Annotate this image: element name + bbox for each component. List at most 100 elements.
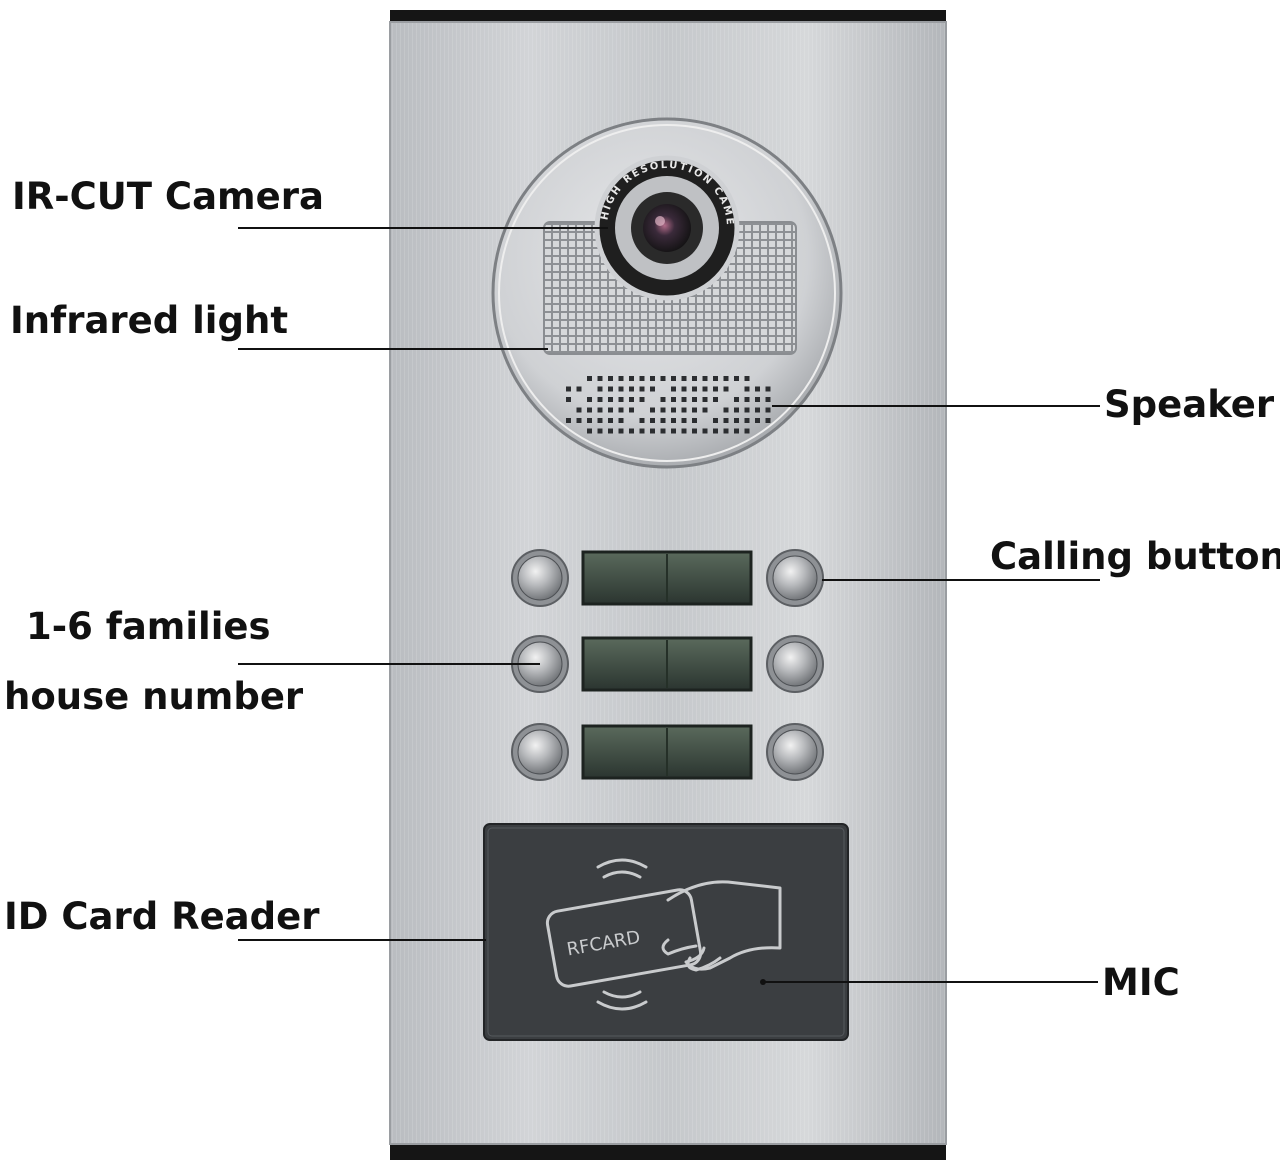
speaker-grille (566, 376, 771, 434)
speaker-hole (629, 428, 634, 434)
speaker-hole (765, 386, 771, 392)
speaker-hole (608, 386, 613, 392)
calling-button-block (511, 549, 824, 781)
speaker-hole (765, 418, 771, 423)
speaker-hole (660, 397, 666, 402)
speaker-hole (587, 397, 592, 402)
speaker-hole (713, 428, 718, 434)
speaker-hole (639, 428, 645, 434)
callout-mic: MIC (1102, 961, 1180, 1004)
speaker-hole (639, 376, 645, 381)
speaker-hole (702, 428, 708, 434)
speaker-hole (660, 418, 666, 423)
speaker-hole (597, 376, 603, 381)
speaker-hole (671, 428, 676, 434)
speaker-hole (639, 397, 645, 402)
speaker-hole (681, 428, 687, 434)
speaker-hole (671, 386, 676, 392)
id-card-reader (483, 823, 849, 1041)
speaker-hole (713, 397, 718, 402)
speaker-hole (755, 418, 760, 423)
speaker-hole (765, 407, 771, 413)
speaker-hole (650, 428, 655, 434)
speaker-hole (723, 386, 729, 392)
speaker-hole (660, 428, 666, 434)
speaker-hole (702, 386, 708, 392)
speaker-hole (681, 376, 687, 381)
speaker-hole (713, 376, 718, 381)
speaker-hole (723, 376, 729, 381)
speaker-hole (597, 386, 603, 392)
speaker-hole (744, 407, 750, 413)
speaker-hole (650, 376, 655, 381)
call-button[interactable] (772, 729, 818, 775)
speaker-hole (723, 418, 729, 423)
speaker-hole (618, 428, 624, 434)
speaker-hole (587, 418, 592, 423)
speaker-hole (723, 407, 729, 413)
leader-lines (238, 227, 1100, 983)
speaker-hole (597, 397, 603, 402)
speaker-hole (671, 376, 676, 381)
speaker-hole (608, 428, 613, 434)
speaker-hole (587, 407, 592, 413)
call-button[interactable] (772, 641, 818, 687)
call-button[interactable] (517, 729, 563, 775)
speaker-hole (755, 397, 760, 402)
speaker-hole (566, 418, 571, 423)
callout-families-line2: house number (4, 675, 304, 718)
speaker-hole (566, 386, 571, 392)
speaker-hole (671, 397, 676, 402)
speaker-hole (681, 418, 687, 423)
speaker-hole (755, 386, 760, 392)
speaker-hole (681, 386, 687, 392)
speaker-hole (639, 386, 645, 392)
speaker-hole (618, 397, 624, 402)
speaker-hole (650, 386, 655, 392)
speaker-hole (734, 376, 739, 381)
speaker-hole (765, 397, 771, 402)
speaker-hole (587, 428, 592, 434)
speaker-hole (629, 386, 634, 392)
speaker-hole (671, 418, 676, 423)
rfcard-icon (545, 858, 782, 1011)
speaker-hole (723, 428, 729, 434)
call-button[interactable] (517, 555, 563, 601)
speaker-hole (681, 397, 687, 402)
speaker-hole (597, 418, 603, 423)
speaker-hole (576, 407, 582, 413)
speaker-hole (734, 428, 739, 434)
callout-id-card-reader: ID Card Reader (4, 895, 320, 938)
speaker-hole (713, 418, 718, 423)
speaker-hole (702, 397, 708, 402)
callout-infrared-light: Infrared light (10, 299, 289, 342)
speaker-hole (744, 376, 750, 381)
speaker-hole (713, 386, 718, 392)
speaker-hole (608, 397, 613, 402)
speaker-hole (671, 407, 676, 413)
speaker-hole (576, 418, 582, 423)
speaker-hole (692, 397, 697, 402)
speaker-hole (702, 376, 708, 381)
speaker-hole (608, 418, 613, 423)
speaker-hole (692, 418, 697, 423)
speaker-hole (566, 397, 571, 402)
speaker-hole (744, 386, 750, 392)
speaker-hole (608, 376, 613, 381)
call-button[interactable] (772, 555, 818, 601)
speaker-hole (744, 397, 750, 402)
callout-ir-cut-camera: IR-CUT Camera (12, 175, 324, 218)
speaker-hole (618, 407, 624, 413)
speaker-hole (755, 407, 760, 413)
speaker-hole (629, 376, 634, 381)
speaker-hole (650, 407, 655, 413)
speaker-hole (660, 407, 666, 413)
speaker-hole (692, 386, 697, 392)
speaker-hole (597, 428, 603, 434)
speaker-hole (734, 397, 739, 402)
speaker-hole (681, 407, 687, 413)
speaker-hole (692, 376, 697, 381)
speaker-hole (702, 407, 708, 413)
speaker-hole (650, 418, 655, 423)
